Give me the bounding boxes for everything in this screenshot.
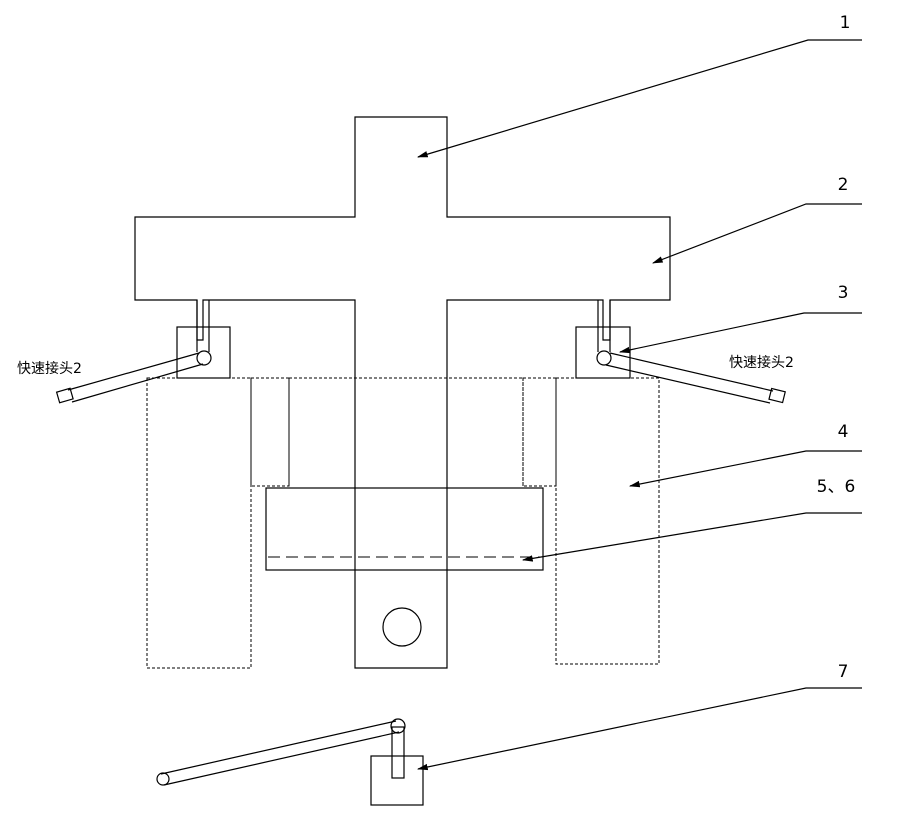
callout-5-6: 5、6 xyxy=(817,477,856,497)
hose-right xyxy=(605,352,786,404)
callout-3: 3 xyxy=(838,283,849,303)
connector-label-left: 快速接头2 xyxy=(17,360,82,377)
cross-body xyxy=(134,116,671,669)
joint-left xyxy=(196,350,212,366)
joint-right xyxy=(596,350,612,366)
handle-assembly xyxy=(156,718,424,806)
callout-7: 7 xyxy=(838,662,849,682)
connector-label-right: 快速接头2 xyxy=(729,354,794,371)
hatched-block-left xyxy=(146,377,290,669)
clamp-box-left xyxy=(176,326,231,379)
callout-2: 2 xyxy=(838,175,849,195)
lower-tray xyxy=(265,487,544,571)
hose-left xyxy=(55,352,204,404)
callout-1: 1 xyxy=(840,13,851,33)
pin-hole xyxy=(382,607,422,647)
callout-4: 4 xyxy=(838,422,849,442)
leader-lines xyxy=(416,39,862,771)
